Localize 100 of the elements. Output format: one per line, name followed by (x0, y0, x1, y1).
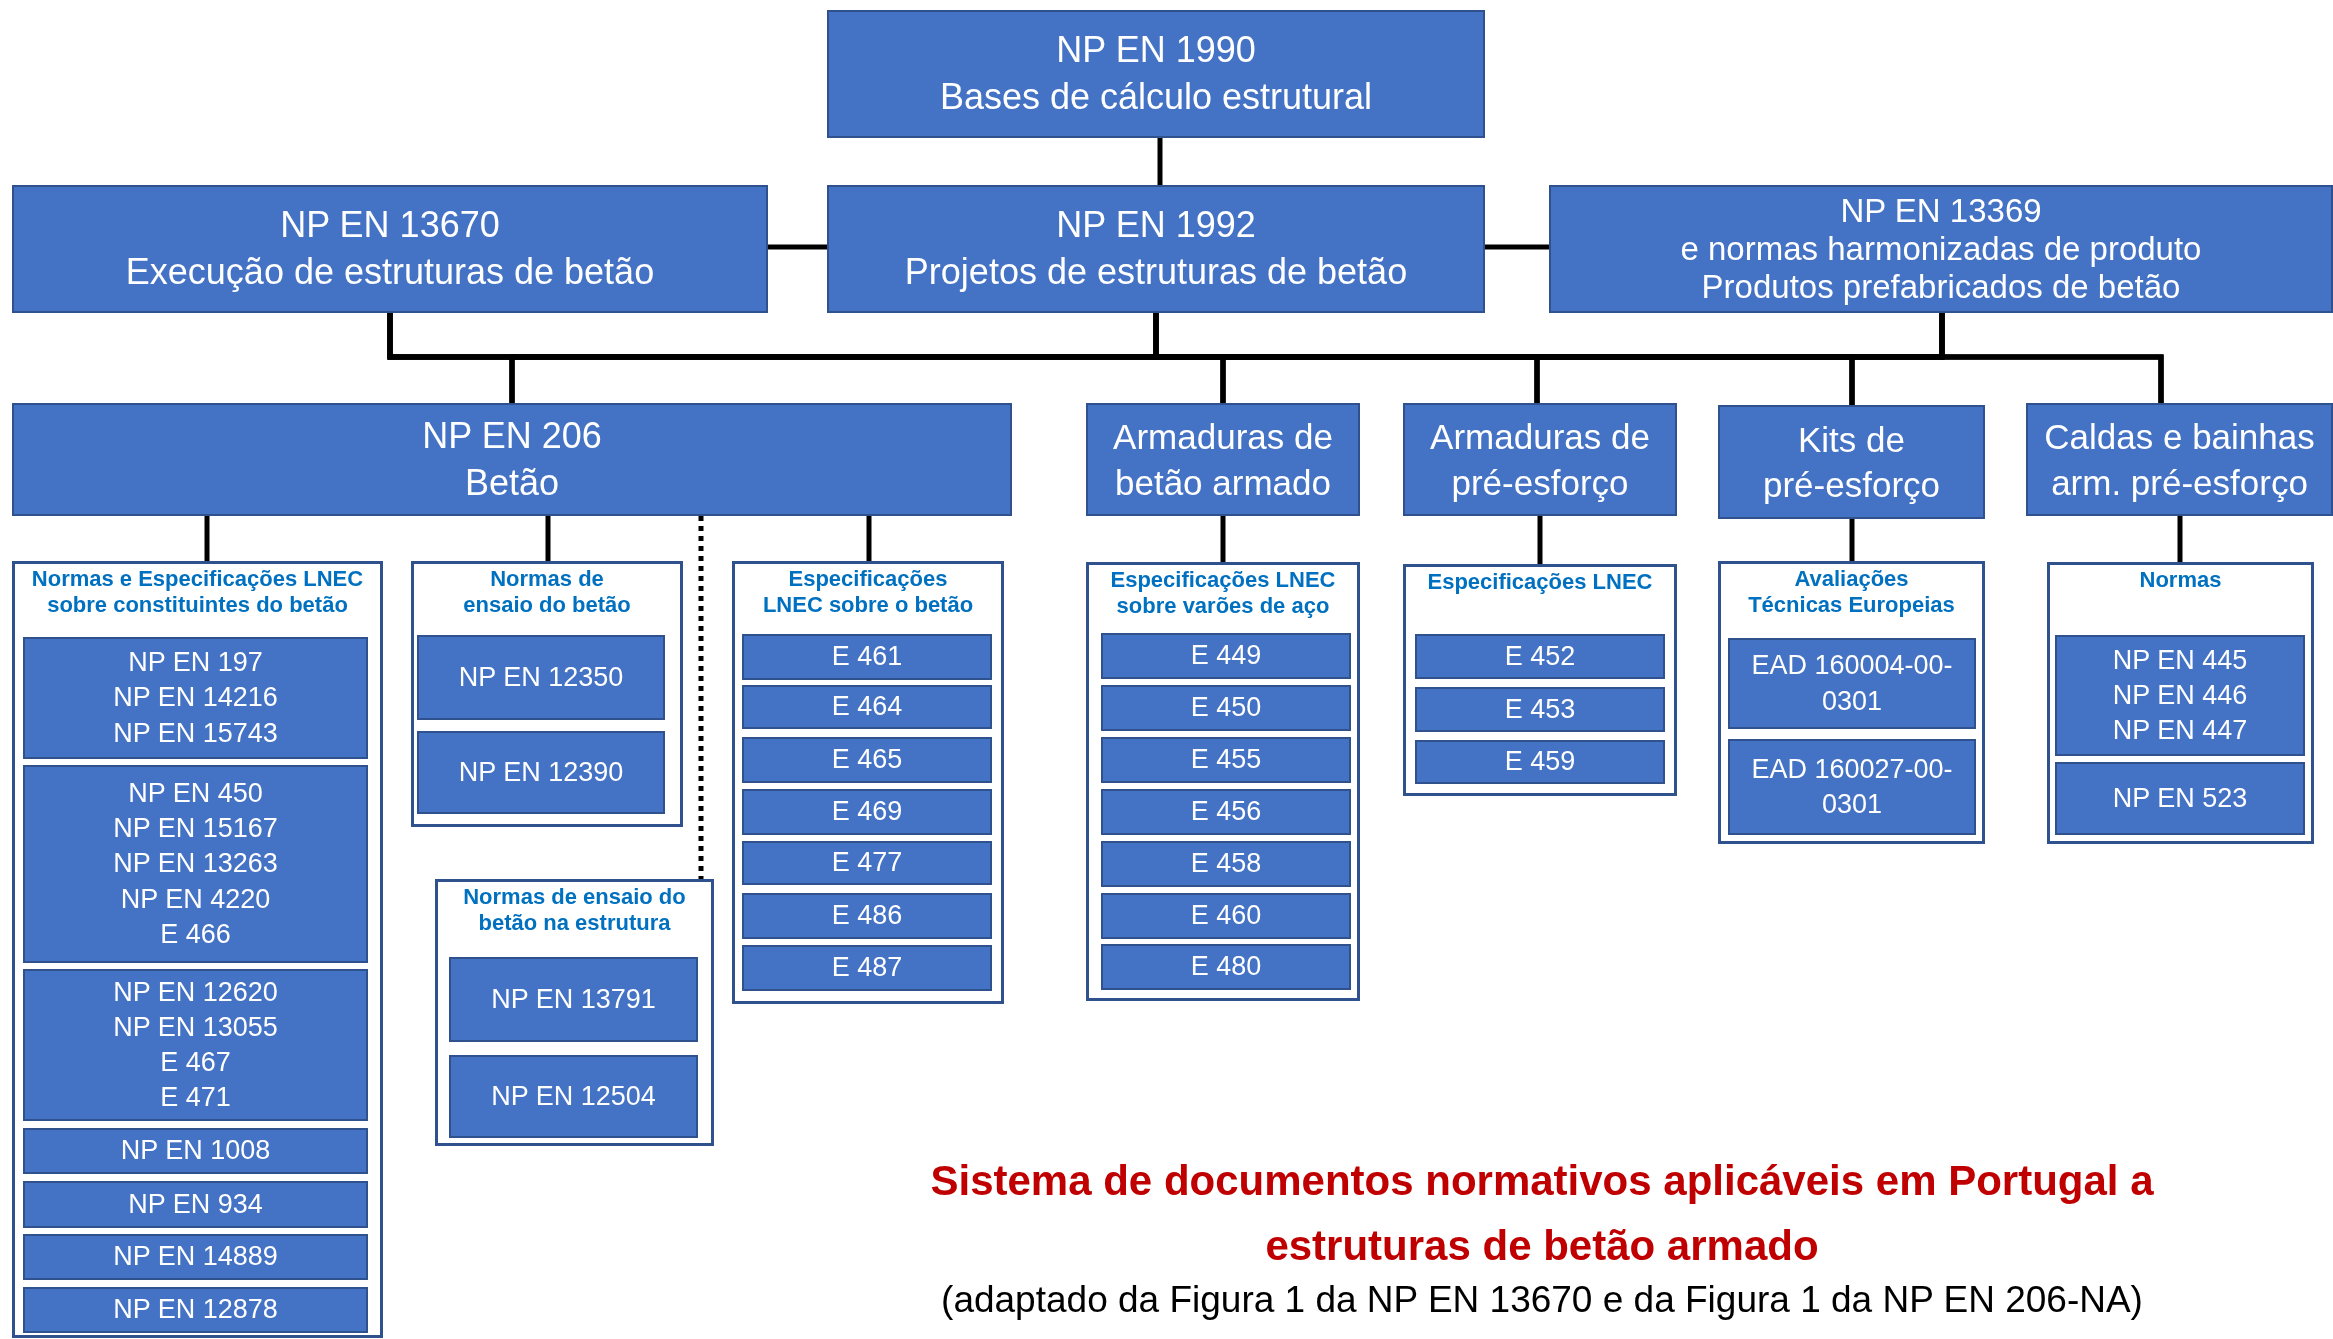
box-label: NP EN 13670 (280, 203, 500, 248)
box-label: EAD 160004-00-0301 (1750, 649, 1954, 718)
standard-box (1415, 687, 1665, 732)
standard-box (1101, 685, 1351, 731)
standard-box (417, 731, 665, 814)
standard-box (1101, 841, 1351, 887)
box-label: NP EN 1008 (120, 1134, 271, 1168)
box-label: E 477 (831, 846, 903, 880)
box-label: NP EN 934 (128, 1187, 263, 1221)
standard-box (742, 841, 992, 885)
standard-box (23, 637, 368, 759)
group-panel (1086, 562, 1360, 1001)
box-label: E 459 (1504, 745, 1576, 779)
standard-box (417, 635, 665, 720)
box-label: E 480 (1190, 950, 1262, 984)
box-label: Bases de cálculo estrutural (939, 75, 1373, 119)
group-panel (12, 561, 383, 1338)
box-label: E 465 (831, 743, 903, 777)
box-label: NP EN 15743 (113, 716, 278, 750)
box-label: Betão (464, 460, 560, 505)
box-label: NP EN 13369 (1840, 192, 2042, 231)
standard-box (1086, 403, 1360, 516)
box-label: NP EN 4220 (120, 882, 271, 916)
box-label: E 455 (1190, 743, 1262, 777)
panel-heading: Normas de ensaio do betão (462, 565, 632, 619)
box-label: E 487 (831, 951, 903, 985)
box-label: Armaduras de betão armado (1112, 416, 1334, 504)
standard-box (742, 634, 992, 680)
box-label: E 486 (831, 899, 903, 933)
box-label: NP EN 12350 (458, 660, 624, 694)
standard-box (1101, 737, 1351, 783)
group-panel (732, 561, 1004, 1004)
box-label: E 449 (1190, 639, 1262, 673)
connector-line (1537, 516, 1543, 564)
box-label: Produtos prefabricados de betão (1701, 267, 2181, 306)
box-label: E 467 (160, 1046, 231, 1079)
box-label: NP EN 447 (2112, 714, 2248, 748)
box-label: NP EN 13055 (113, 1010, 278, 1044)
connector-line (1220, 516, 1226, 562)
standard-box (742, 893, 992, 939)
standard-box (827, 185, 1485, 313)
box-label: NP EN 13263 (113, 847, 278, 881)
standard-box (1415, 634, 1665, 679)
standard-box (2026, 403, 2333, 516)
standard-box (1549, 185, 2333, 313)
box-label: NP EN 1992 (1056, 203, 1256, 248)
panel-heading: Especificações LNEC (1426, 568, 1654, 596)
standard-box (449, 957, 698, 1042)
standard-box (1101, 944, 1351, 990)
diagram-title: Sistema de documentos normativos aplicáveis em Portugal a estruturas de betão armado (929, 1156, 2155, 1272)
box-label: E 452 (1504, 639, 1576, 673)
box-label: NP EN 14889 (113, 1240, 278, 1274)
standard-box (827, 10, 1485, 138)
panel-heading: Avaliações Técnicas Europeias (1747, 565, 1956, 619)
standard-box (742, 685, 992, 729)
box-label: NP EN 15167 (113, 812, 278, 846)
box-label: Caldas e bainhas arm. pré-esforço (2043, 416, 2316, 504)
box-label: Execução de estruturas de betão (125, 250, 655, 294)
panel-heading: Especificações LNEC sobre varões de aço (1109, 566, 1337, 620)
standard-box (449, 1055, 698, 1138)
standard-box (1415, 740, 1665, 784)
box-label: E 456 (1190, 795, 1262, 829)
standard-box (23, 1181, 368, 1228)
box-label: E 471 (160, 1081, 231, 1115)
dotted-connector-line (698, 516, 704, 879)
box-label: EAD 160027-00-0301 (1750, 752, 1954, 821)
box-label: Armaduras de pré-esforço (1429, 416, 1651, 504)
standard-box (23, 1287, 368, 1333)
box-label: E 464 (831, 690, 903, 724)
box-label: E 469 (831, 795, 903, 829)
standard-box (1101, 633, 1351, 679)
box-label: E 461 (831, 640, 903, 674)
group-panel (435, 879, 714, 1146)
box-label: E 453 (1504, 692, 1576, 726)
standard-box (23, 1234, 368, 1280)
box-label: NP EN 12504 (491, 1079, 656, 1113)
panel-heading: Normas (2138, 566, 2223, 594)
panel-heading: Normas e Especificações LNEC sobre constituintes do betão (30, 565, 365, 619)
standard-box (1101, 789, 1351, 835)
box-label: NP EN 12390 (458, 755, 624, 789)
box-label: NP EN 450 (128, 777, 263, 811)
box-label: E 450 (1190, 691, 1262, 725)
connector-line (1157, 138, 1163, 185)
connector-line (866, 516, 872, 561)
box-label: NP EN 13791 (491, 982, 656, 1016)
standard-box (742, 789, 992, 835)
standard-box (23, 969, 368, 1121)
diagram-caption: (adaptado da Figura 1 da NP EN 13670 e da Figura 1 da NP EN 206-NA) (940, 1278, 2144, 1322)
group-panel (2047, 562, 2314, 844)
box-label: NP EN 12878 (113, 1293, 278, 1327)
panel-heading: Especificações LNEC sobre o betão (761, 565, 975, 619)
box-label: Kits de pré-esforço (1762, 418, 1941, 506)
box-label: e normas harmonizadas de produto (1680, 230, 2202, 268)
panel-heading: Normas de ensaio do betão na estrutura (462, 883, 687, 937)
connector-line (2177, 516, 2183, 562)
box-label: Projetos de estruturas de betão (904, 250, 1408, 294)
box-label: NP EN 197 (128, 646, 263, 680)
box-label: NP EN 12620 (113, 975, 278, 1009)
box-label: E 458 (1190, 847, 1262, 881)
box-label: NP EN 446 (2112, 678, 2248, 712)
